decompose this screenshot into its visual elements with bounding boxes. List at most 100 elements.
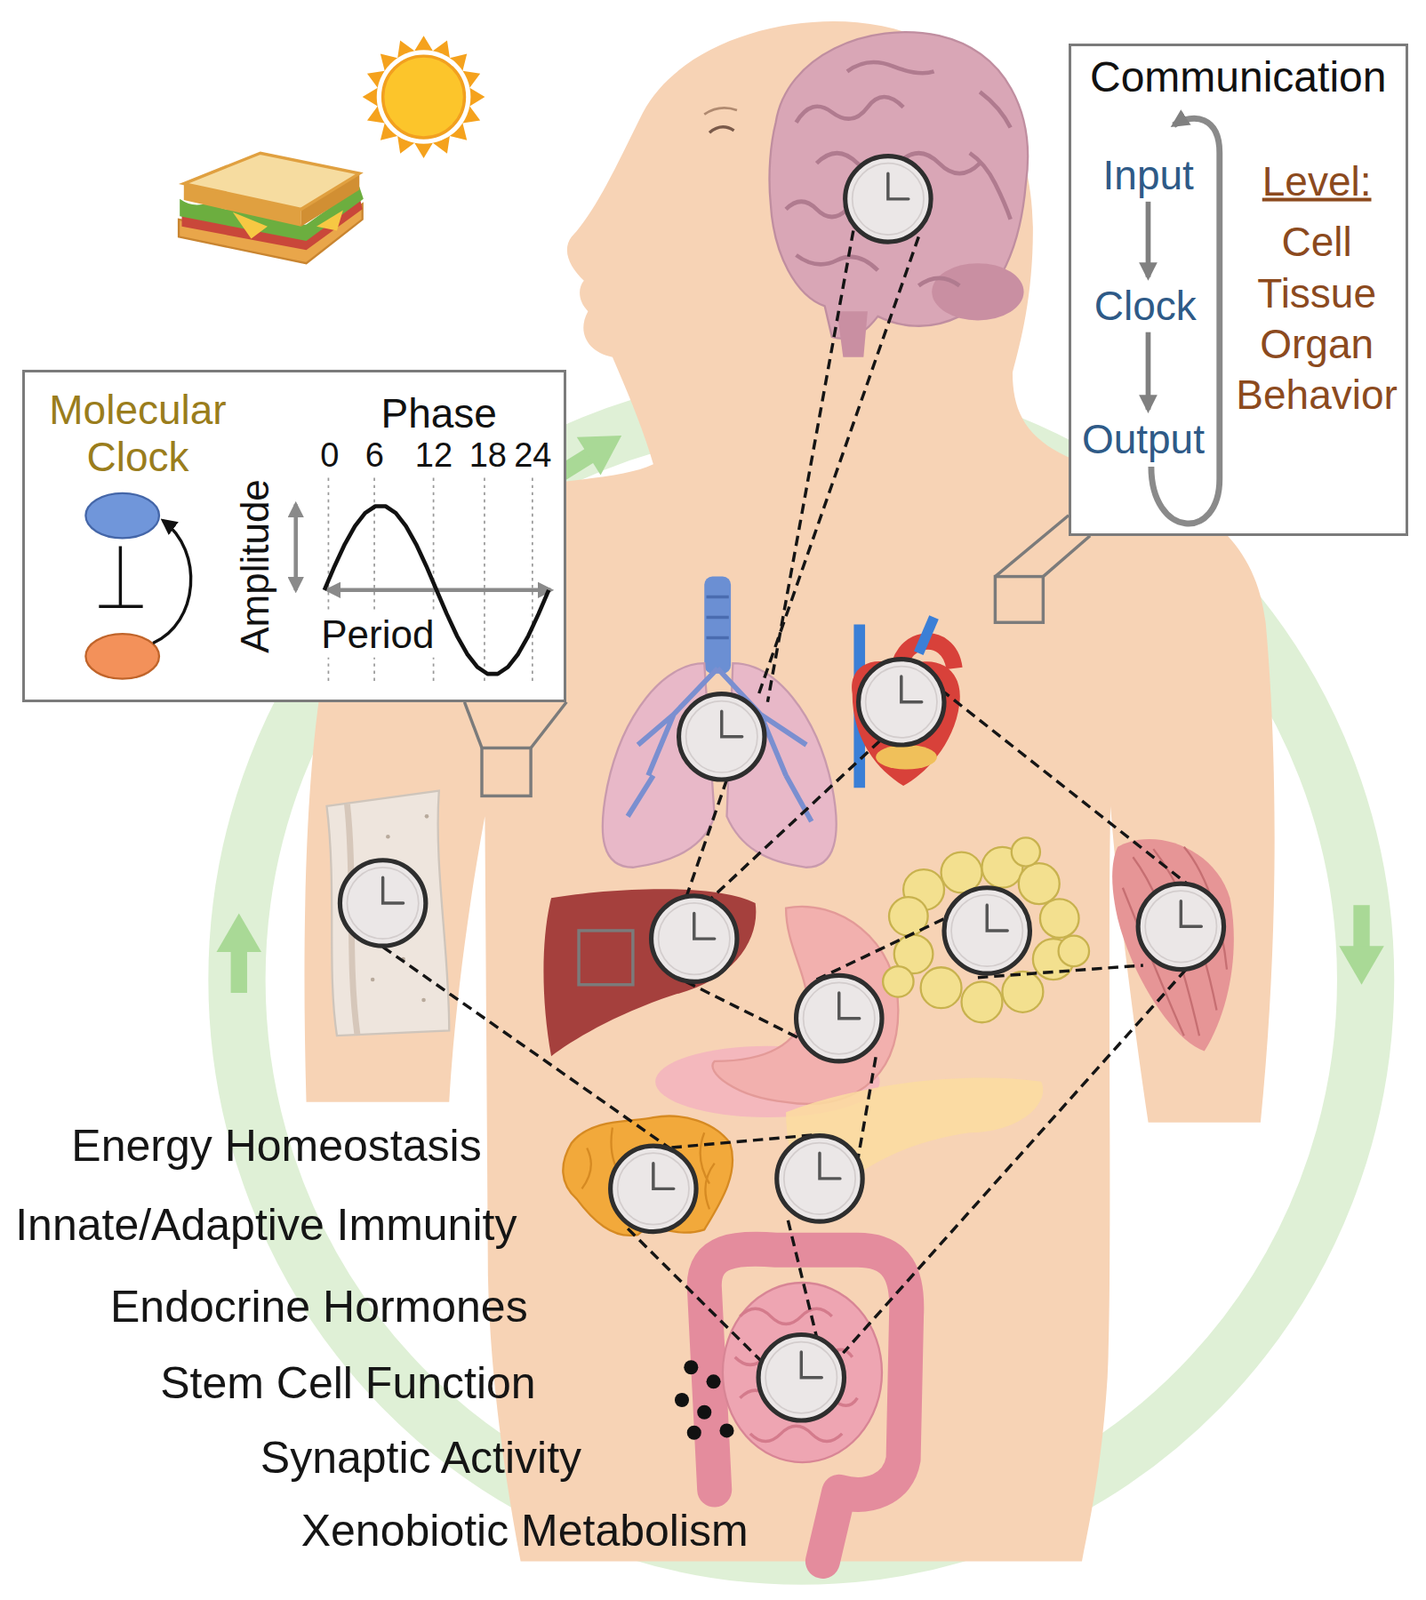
clock-link [787,1220,817,1338]
function-label: Energy Homeostasis [71,1119,481,1173]
lymph-organ [562,1116,733,1236]
heart-organ [851,617,961,789]
sandwich-icon [184,152,360,209]
clock-icon [944,888,1030,974]
callout-marker [481,747,531,796]
fat-tissue [882,837,1090,1023]
brain-organ [931,263,1024,321]
clock-link [842,969,1186,1354]
skin-tissue [424,814,430,819]
intestine-organ [683,1360,698,1375]
feedback-loop [86,492,161,537]
clock-link [686,779,728,898]
phase-gridline [483,477,486,681]
tick-label: 0 [320,436,339,476]
level-label: Tissue [1257,269,1377,317]
sun-icon [362,35,486,159]
clock-icon [1137,883,1224,970]
skin-tissue [326,791,449,1037]
fat-tissue [882,966,914,997]
amplitude-arrow [294,504,299,590]
function-label: Synaptic Activity [260,1431,582,1485]
clock-link [757,236,919,698]
callout-marker [994,576,1043,624]
level-label: Behavior [1235,371,1398,419]
heart-organ [918,617,934,654]
level-label: Cell [1281,218,1353,266]
intestine-organ [722,1282,882,1463]
clock-link [817,916,950,980]
step-label: Output [1081,415,1205,463]
fat-tissue [941,852,983,894]
function-label: Endocrine Hormones [110,1280,529,1334]
flow-arrow [1145,201,1152,278]
brain-organ [836,311,867,358]
function-label: Xenobiotic Metabolism [301,1504,749,1558]
sun-icon [362,35,486,159]
phase-gridline [531,477,534,681]
level-label: Organ [1259,320,1374,368]
box-heading: Communication [1089,53,1386,103]
clock-link [627,1228,768,1368]
heart-organ [875,745,938,770]
fat-tissue [921,967,962,1009]
feedback-loop [99,604,144,608]
callout-marker [578,930,633,986]
tick-label: 24 [513,436,552,476]
callout-box: CommunicationInputClockOutputLevel:CellT… [1068,43,1409,536]
clock-icon [610,1145,697,1232]
cycle-arrow [216,913,263,994]
sun-icon [376,49,472,145]
skin-tissue [326,791,449,1037]
liver-organ [543,889,756,1057]
flow-arrow [1145,332,1152,410]
skin-tissue [385,834,391,840]
intestine-organ [674,1393,689,1408]
cycle-arrow [1338,905,1385,986]
callout-marker [530,702,567,749]
tick-label: 12 [415,436,453,476]
sun-icon [383,56,465,138]
fat-tissue [1018,863,1060,905]
body-silhouette [709,127,735,133]
clock-icon [339,860,425,946]
lung-organ [602,576,837,868]
feedback-loop [152,520,192,643]
lung-organ [704,576,731,674]
level-heading: Level: [1262,158,1372,206]
clock-icon [858,659,945,746]
axis-label: Amplitude [232,479,279,654]
fat-tissue [961,981,1003,1023]
brain-organ [769,32,1028,339]
clock-icon [845,156,931,242]
clock-link [383,946,674,1152]
fat-tissue [1058,936,1090,967]
callout-marker [994,515,1069,577]
function-label: Stem Cell Function [160,1356,536,1410]
step-label: Input [1103,152,1194,200]
feedback-loop [86,492,192,679]
fat-tissue [1040,898,1080,938]
axis-label: Period [318,612,437,658]
callout-marker [464,702,482,749]
function-label: Innate/Adaptive Immunity [15,1198,517,1252]
clock-link [686,981,810,1043]
feedback-loop [119,545,122,606]
tick-label: 6 [365,436,385,476]
intestine-organ [719,1423,734,1438]
intestine-organ [706,1374,722,1389]
lymph-organ [562,1116,733,1236]
inset-box: Molecular ClockPhase06121824AmplitudePer… [22,369,567,703]
tick-label: 18 [469,436,507,476]
body-silhouette [704,107,738,114]
clock-icon [651,896,738,982]
fat-tissue [1011,837,1041,866]
clock-icon [679,694,765,780]
clock-icon [777,1136,863,1222]
brain-organ [785,62,1011,286]
clock-link [941,689,1193,889]
sandwich-icon [178,152,364,264]
skin-tissue [370,977,376,983]
callout-marker [1042,536,1090,577]
